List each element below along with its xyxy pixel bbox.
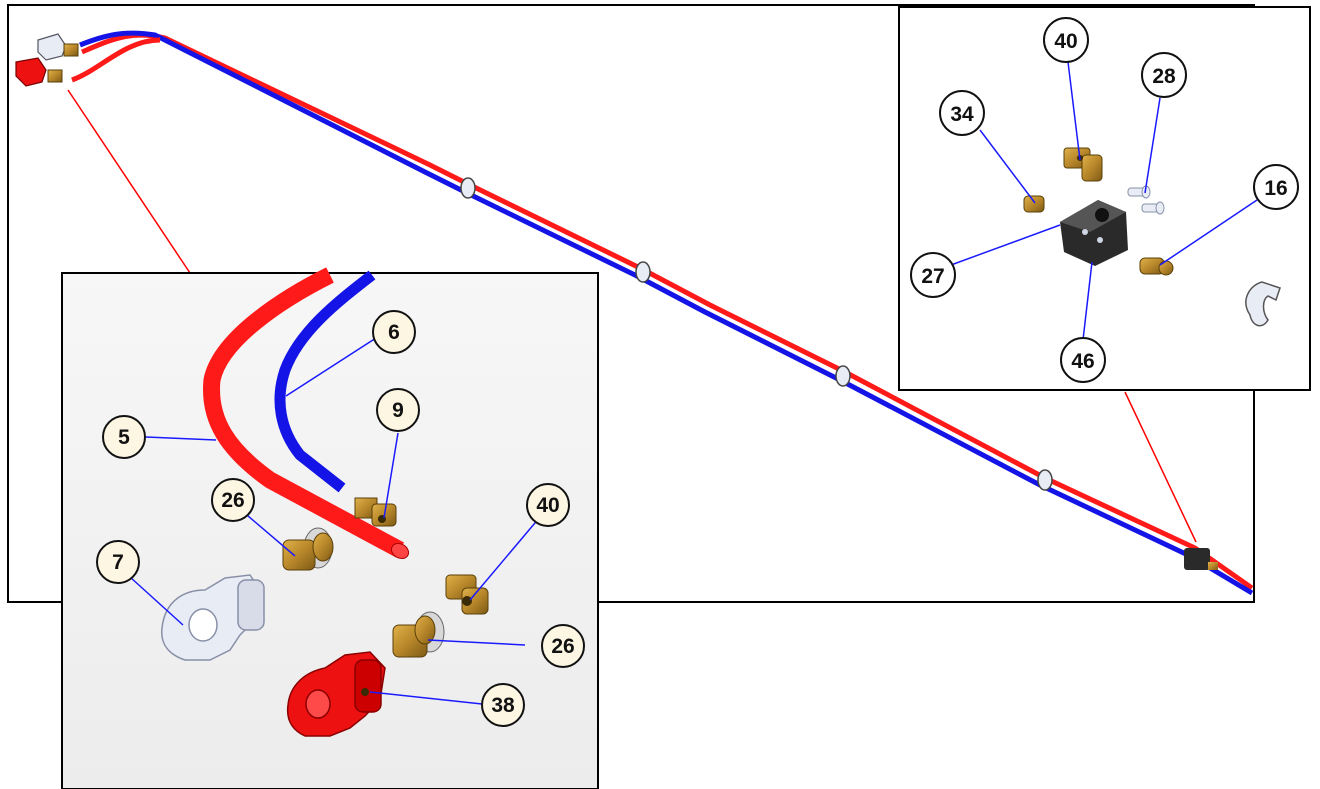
svg-text:26: 26 (551, 635, 574, 658)
svg-text:16: 16 (1264, 177, 1287, 200)
svg-text:27: 27 (921, 265, 944, 288)
callout-bubble: 6 (372, 310, 416, 354)
svg-text:6: 6 (388, 321, 400, 344)
coupler-detail-inset: 5 6 9 26 7 40 26 38 (61, 267, 599, 789)
mounting-screw-icon (1127, 185, 1165, 215)
hose-clamp-icon (1037, 469, 1053, 491)
junction-block-icon (1184, 548, 1218, 570)
svg-text:28: 28 (1152, 65, 1176, 88)
callout-bubble: 26 (541, 624, 585, 668)
callout-bubble: 38 (481, 683, 525, 727)
callout-bubble: 40 (1043, 17, 1089, 63)
brass-bulkhead-fitting-icon (282, 527, 334, 571)
callout-bubble: 7 (96, 540, 140, 584)
svg-text:34: 34 (950, 103, 974, 126)
junction-block-icon (1060, 200, 1128, 266)
callout-bubble: 27 (910, 252, 956, 298)
callout-bubble: 9 (376, 388, 420, 432)
svg-text:9: 9 (392, 399, 404, 422)
svg-text:26: 26 (221, 489, 244, 512)
svg-text:7: 7 (112, 551, 124, 574)
brass-fitting-icon (1023, 195, 1045, 213)
hose-clamp-icon (460, 177, 476, 199)
brass-elbow-fitting-icon (1063, 147, 1103, 182)
zoom-line-left (67, 89, 191, 274)
gladhand-coupler-red-icon (286, 651, 386, 737)
gladhand-coupler-blue-icon (161, 574, 265, 661)
gladhand-coupler-red-icon (15, 57, 63, 87)
callout-bubble: 46 (1060, 337, 1106, 383)
junction-detail-inset: 40 28 34 16 27 46 (898, 6, 1311, 391)
hose-clamp-icon (1245, 281, 1281, 327)
zoom-line-right (1124, 391, 1197, 543)
hose-red-icon (203, 267, 405, 558)
svg-text:40: 40 (1054, 30, 1077, 53)
callout-bubble: 16 (1253, 164, 1299, 210)
hose-clamp-icon (835, 365, 851, 387)
leader-lines (950, 61, 1258, 341)
callout-bubble: 28 (1141, 52, 1187, 98)
brass-bulkhead-fitting-icon (392, 611, 445, 658)
callout-bubble: 26 (211, 478, 255, 522)
callout-bubble: 5 (102, 415, 146, 459)
leader-lines (129, 337, 541, 705)
callout-bubble: 40 (526, 483, 570, 527)
svg-text:5: 5 (118, 426, 130, 449)
hose-clamp-icon (635, 261, 651, 283)
callout-bubble: 34 (939, 90, 985, 136)
svg-text:38: 38 (491, 694, 515, 717)
svg-text:46: 46 (1071, 350, 1094, 373)
hose-blue-icon (274, 270, 376, 493)
gladhand-coupler-blue-icon (37, 33, 79, 61)
brass-elbow-fitting-icon (445, 574, 489, 615)
svg-text:40: 40 (536, 494, 559, 517)
hose-assembly-overview (15, 30, 1254, 596)
